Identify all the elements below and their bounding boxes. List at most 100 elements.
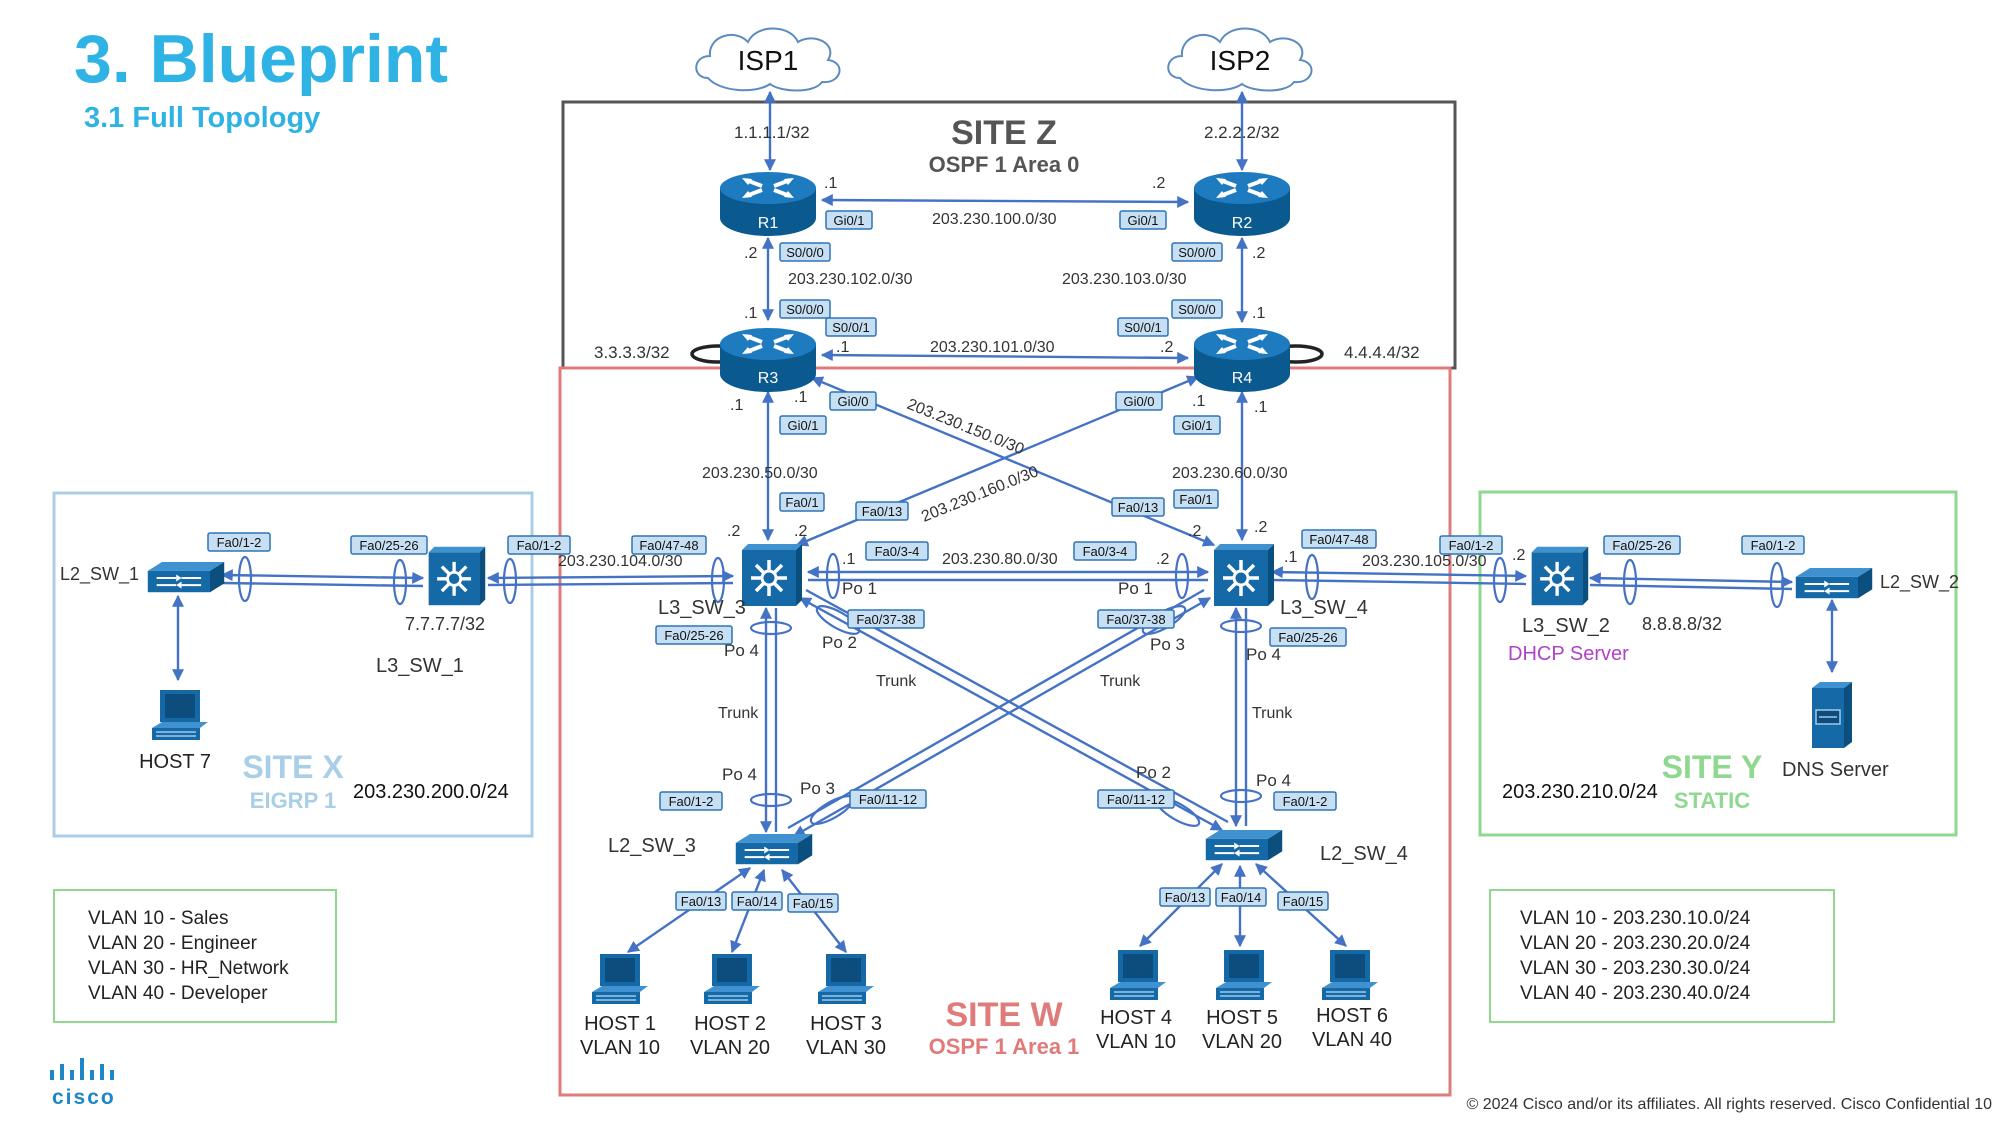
r3-label: R3	[758, 370, 779, 387]
link-l2sw1-l3sw1-b	[221, 581, 424, 588]
host-7-pc-icon[interactable]	[151, 689, 209, 741]
link-l3sw2-l2sw2-b	[1589, 583, 1793, 591]
port-tag: Gi0/1	[779, 415, 827, 435]
l3-switch-1-icon[interactable]	[427, 545, 487, 607]
site-w-box	[558, 366, 1452, 1097]
svg-text:Fa0/3-4: Fa0/3-4	[1083, 544, 1128, 559]
site-y-box	[1478, 490, 1958, 837]
host-2-label: HOST 2	[694, 1013, 766, 1035]
subnet-r3-r4: 203.230.101.0/30	[930, 339, 1055, 356]
link-l2sw3-host2	[730, 868, 766, 954]
svg-text:Fa0/14: Fa0/14	[1221, 890, 1261, 905]
subnet-r4-sw4: 203.230.60.0/30	[1172, 465, 1288, 482]
svg-text:Fa0/47-48: Fa0/47-48	[1309, 532, 1368, 547]
host-2-pc-icon[interactable]	[703, 953, 761, 1005]
octet: .2	[1252, 245, 1265, 262]
l2-switch-1-icon[interactable]	[146, 561, 226, 594]
port-tag: Fa0/13	[675, 891, 727, 911]
svg-text:Gi0/1: Gi0/1	[1181, 418, 1212, 433]
port-tag: S0/0/0	[1171, 242, 1223, 262]
port-tag: Fa0/14	[1215, 887, 1267, 907]
l2-switch-3-icon[interactable]	[734, 833, 814, 866]
host-1-label: HOST 1	[584, 1013, 656, 1035]
svg-text:Fa0/25-26: Fa0/25-26	[359, 538, 418, 553]
po-label: Po 2	[822, 633, 857, 652]
octet: .1	[836, 339, 849, 356]
link-l3sw1-sw3	[486, 570, 735, 584]
l3-switch-3-icon[interactable]	[740, 542, 804, 608]
l3-switch-1-label: L3_SW_1	[376, 655, 464, 677]
port-tag: Fa0/15	[1277, 891, 1329, 911]
host-4-vlan: VLAN 10	[1096, 1031, 1176, 1053]
po-label: Po 3	[1150, 635, 1185, 654]
l2-switch-2-icon[interactable]	[1794, 567, 1874, 600]
site-x-protocol: EIGRP 1	[250, 788, 336, 813]
port-tag: Fa0/13	[1159, 887, 1211, 907]
po-ring	[1174, 552, 1190, 600]
vlan-subnet-item: VLAN 30 - 203.230.30.0/24	[1520, 958, 1751, 979]
host-5-vlan: VLAN 20	[1202, 1031, 1282, 1053]
svg-text:Fa0/25-26: Fa0/25-26	[1278, 630, 1337, 645]
svg-text:Fa0/11-12: Fa0/11-12	[1107, 792, 1165, 807]
subnet-r4-sw3: 203.230.160.0/30	[919, 463, 1041, 525]
octet: .2	[1254, 519, 1267, 536]
po-ring	[1219, 788, 1263, 804]
port-tag: Fa0/37-38	[1097, 609, 1175, 629]
l2-switch-3-label: L2_SW_3	[608, 835, 696, 857]
svg-text:Gi0/1: Gi0/1	[1127, 213, 1158, 228]
port-tag: Fa0/1	[1173, 489, 1219, 509]
host-3-pc-icon[interactable]	[817, 953, 875, 1005]
l2-switch-1-label: L2_SW_1	[60, 564, 139, 585]
vlan-subnet-item: VLAN 40 - 203.230.40.0/24	[1520, 983, 1751, 1004]
l2-switch-4-icon[interactable]	[1204, 829, 1284, 862]
svg-text:Gi0/0: Gi0/0	[837, 394, 868, 409]
po-ring	[825, 552, 841, 600]
router-r2[interactable]: R2	[1192, 170, 1292, 238]
host-3-label: HOST 3	[810, 1013, 882, 1035]
host-5-pc-icon[interactable]	[1215, 949, 1273, 1001]
link-r1-r2	[820, 194, 1190, 208]
trunk-label: Trunk	[1100, 673, 1141, 690]
octet: .1	[1284, 549, 1297, 566]
slide-title: 3. Blueprint	[74, 21, 449, 97]
l3-switch-4-label: L3_SW_4	[1280, 597, 1368, 619]
vlan-names-box	[53, 889, 337, 1023]
svg-text:Gi0/0: Gi0/0	[1123, 394, 1154, 409]
l2-switch-2-label: L2_SW_2	[1880, 572, 1959, 593]
subnet-r1-r2: 203.230.100.0/30	[932, 211, 1057, 228]
octet: .1	[1254, 399, 1267, 416]
l3-switch-2-icon[interactable]	[1530, 545, 1590, 607]
port-tag: Fa0/37-38	[847, 609, 925, 629]
cisco-logo-text: cisco	[52, 1086, 116, 1109]
isp1-cloud: ISP1	[695, 27, 841, 92]
host-6-pc-icon[interactable]	[1321, 949, 1379, 1001]
subnet-r1-r3: 203.230.102.0/30	[788, 271, 913, 288]
host-4-pc-icon[interactable]	[1109, 949, 1167, 1001]
link-r3-r4	[820, 349, 1190, 364]
svg-text:Fa0/1-2: Fa0/1-2	[1283, 794, 1328, 809]
router-r3[interactable]: R3	[718, 326, 818, 394]
vlan-subnet-item: VLAN 20 - 203.230.20.0/24	[1520, 933, 1751, 954]
vlan-subnets-box	[1489, 889, 1835, 1023]
l3-switch-4-icon[interactable]	[1212, 542, 1276, 608]
port-tag: Fa0/14	[731, 891, 783, 911]
svg-text:Fa0/3-4: Fa0/3-4	[875, 544, 920, 559]
host-5-label: HOST 5	[1206, 1007, 1278, 1029]
svg-text:Fa0/47-48: Fa0/47-48	[639, 538, 698, 553]
po-ring	[502, 557, 518, 605]
host-3-vlan: VLAN 30	[806, 1037, 886, 1059]
po-ring	[1304, 553, 1320, 601]
octet: .2	[794, 523, 807, 540]
port-tag: Fa0/1	[779, 492, 825, 512]
dns-server-icon[interactable]	[1811, 681, 1853, 749]
port-tag: Gi0/1	[1173, 415, 1221, 435]
vlan-name-item: VLAN 40 - Developer	[88, 983, 268, 1004]
host-1-pc-icon[interactable]	[591, 953, 649, 1005]
svg-text:S0/0/0: S0/0/0	[786, 245, 824, 260]
port-tag: Fa0/1-2	[507, 535, 571, 555]
po-label: Po 1	[1118, 579, 1153, 598]
router-r1[interactable]: R1	[718, 170, 818, 238]
port-tag: Gi0/1	[825, 210, 873, 230]
port-tag: Fa0/1-2	[1273, 791, 1337, 811]
router-r4[interactable]: R4	[1192, 326, 1292, 394]
